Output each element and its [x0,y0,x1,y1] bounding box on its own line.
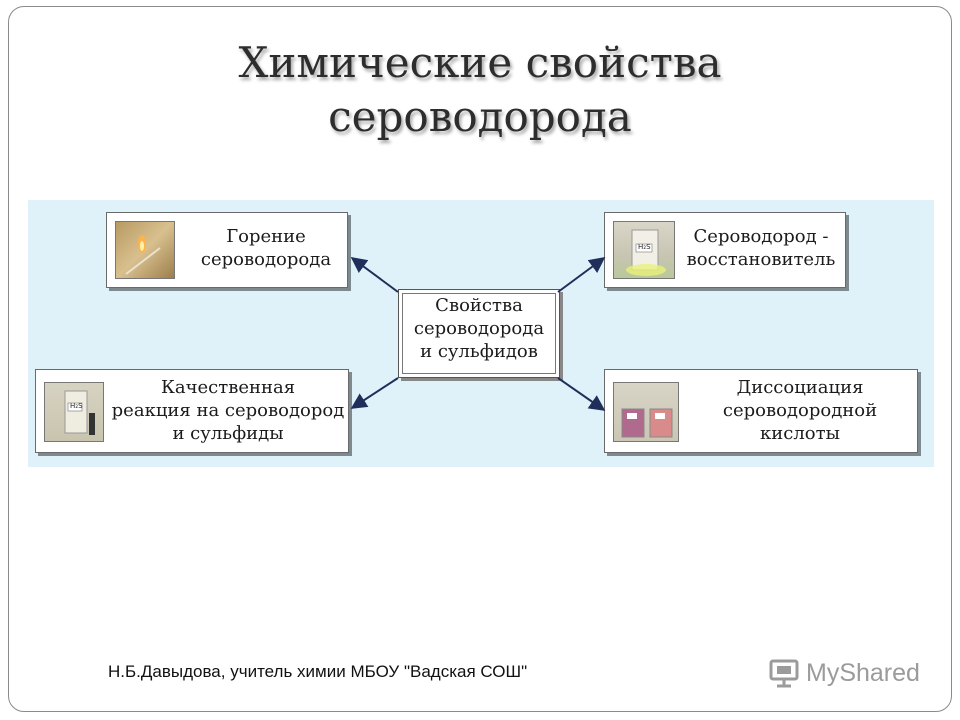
dissociation-line-1: Диссоциация [736,377,864,398]
reducer-photo: H₂S [613,221,675,279]
watermark-text: MyShared [806,658,920,687]
dissociation-line-2: сероводородной [722,400,878,421]
node-combustion: Горение сероводорода [106,212,348,288]
center-line-2: сероводорода [413,318,545,339]
qualitative-photo: H₂S [44,382,104,442]
title-line-2: сероводорода [328,92,632,141]
watermark-logo: MyShared [768,656,920,690]
combustion-photo [115,221,175,279]
dissociation-line-3: кислоты [760,423,840,444]
reducer-line-2: восстановитель [686,249,836,270]
node-reducer: H₂S Сероводород - восстановитель [604,212,846,288]
footer-author: Н.Б.Давыдова, учитель химии МБОУ "Вадска… [108,662,528,681]
beakers-icon [621,408,673,438]
reducer-line-1: Сероводород - [693,226,829,247]
dissociation-photo [613,382,679,442]
center-line-3: и сульфидов [420,341,538,362]
flask-icon [626,229,666,276]
title-line-1: Химические свойства [238,38,722,87]
presentation-screen-icon [769,659,799,688]
center-inner-border [402,293,556,374]
qualitative-h2s-label: H₂S [70,402,83,410]
qualitative-line-1: Качественная [160,377,296,398]
qualitative-line-3: и сульфиды [172,423,284,444]
qualitative-line-2: реакция на сероводород [111,400,345,421]
combustion-line-2: сероводорода [200,249,332,270]
combustion-line-1: Горение [226,226,306,247]
reducer-h2s-label: H₂S [638,243,651,251]
flame-icon [125,235,161,275]
node-center: Свойства сероводорода и сульфидов [398,289,560,378]
slide-title: Химические свойства сероводорода [0,36,960,144]
node-qualitative: H₂S Качественная реакция на сероводород … [35,369,349,453]
center-line-1: Свойства [435,295,523,316]
test-tube-icon [64,390,95,435]
node-dissociation: Диссоциация сероводородной кислоты [604,369,918,453]
